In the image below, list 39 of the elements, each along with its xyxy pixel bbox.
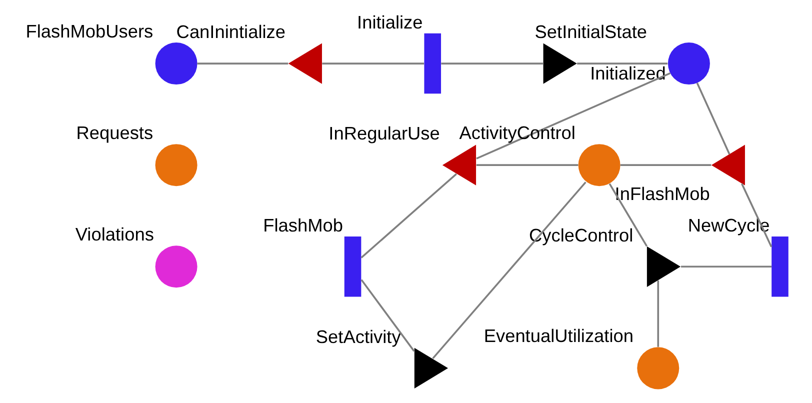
node-label: InFlashMob bbox=[614, 184, 710, 204]
connector bbox=[620, 164, 712, 166]
node-circle bbox=[637, 347, 680, 390]
node-circle bbox=[155, 42, 198, 85]
connector bbox=[476, 72, 671, 160]
connector bbox=[608, 183, 648, 247]
connector bbox=[657, 280, 660, 347]
connector bbox=[696, 82, 730, 154]
node-label: FlashMobUsers bbox=[26, 21, 154, 42]
node-circle bbox=[578, 144, 620, 186]
node-label: Initialize bbox=[357, 12, 423, 32]
node-box bbox=[344, 236, 362, 297]
node-label: SetActivity bbox=[316, 326, 401, 347]
connector bbox=[432, 182, 586, 360]
connector bbox=[360, 173, 458, 258]
node-label: SetInitialState bbox=[534, 22, 648, 42]
connector bbox=[680, 266, 772, 268]
node-circle bbox=[155, 246, 198, 288]
node-label: CanInintialize bbox=[176, 22, 286, 42]
node-circle bbox=[668, 42, 710, 85]
node-label: NewCycle bbox=[688, 215, 770, 236]
connector bbox=[441, 62, 543, 64]
connector bbox=[322, 62, 424, 64]
node-box bbox=[424, 33, 442, 94]
node-label: ActivityControl bbox=[459, 123, 576, 144]
connector bbox=[741, 183, 772, 248]
node-circle bbox=[155, 144, 198, 186]
node-label: CycleControl bbox=[529, 225, 634, 246]
connector bbox=[577, 62, 668, 64]
connector bbox=[197, 62, 288, 64]
node-label: Violations bbox=[75, 224, 154, 245]
node-label: FlashMob bbox=[263, 215, 343, 236]
connector bbox=[476, 164, 578, 166]
node-box bbox=[772, 236, 788, 297]
node-label: EventualUtilization bbox=[484, 326, 634, 346]
connector bbox=[360, 279, 415, 352]
node-label: Initialized bbox=[590, 63, 666, 84]
node-label: InRegularUse bbox=[328, 124, 440, 144]
node-label: Requests bbox=[76, 123, 154, 144]
